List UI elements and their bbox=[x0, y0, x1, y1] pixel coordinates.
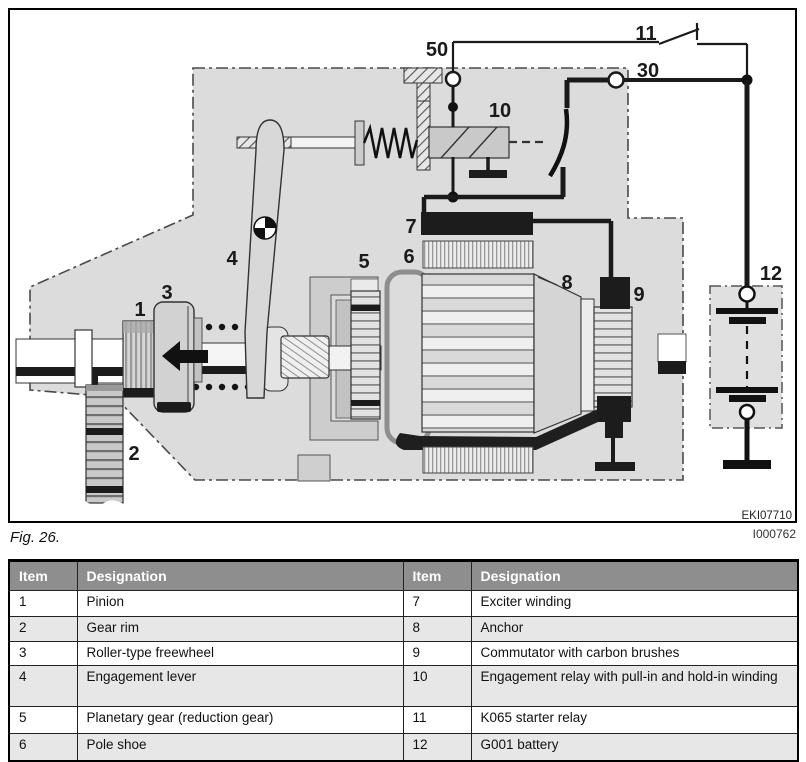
callout-6: 6 bbox=[403, 246, 414, 268]
designation-cell: G001 battery bbox=[470, 733, 799, 761]
parts-table: Item Designation Item Designation 1 Pini… bbox=[8, 559, 799, 762]
relay-mount bbox=[403, 67, 443, 84]
item-cell: 11 bbox=[402, 706, 472, 734]
designation-cell: Engagement lever bbox=[76, 665, 404, 707]
designation-cell: Anchor bbox=[470, 616, 799, 642]
engagement-lever bbox=[244, 119, 285, 399]
battery-ground-symbol bbox=[723, 460, 771, 469]
item-cell: 7 bbox=[402, 590, 472, 617]
engagement-arrow-icon bbox=[162, 341, 208, 371]
callout-7: 7 bbox=[405, 216, 416, 238]
starter-relay-switch bbox=[658, 27, 700, 46]
doc-code: I000762 bbox=[752, 527, 796, 541]
planetary-gear bbox=[350, 278, 381, 420]
item-cell: 6 bbox=[8, 733, 78, 761]
callout-11: 11 bbox=[635, 23, 656, 45]
relay-coil bbox=[428, 126, 510, 159]
callout-labels: 1 2 3 4 5 6 7 8 9 10 11 12 50 30 bbox=[128, 23, 782, 465]
shaft-collar bbox=[74, 329, 93, 388]
terminal-50 bbox=[444, 70, 462, 88]
header-designation-right: Designation bbox=[470, 560, 799, 591]
callout-8: 8 bbox=[561, 272, 572, 294]
item-cell: 8 bbox=[402, 616, 472, 642]
callout-8-pointer bbox=[537, 276, 558, 286]
exciter-winding bbox=[421, 212, 614, 277]
header-item-right: Item bbox=[402, 560, 472, 591]
table-header-row: Item Designation Item Designation bbox=[8, 560, 799, 591]
terminal-30-label: 30 bbox=[637, 60, 659, 82]
table-row: 3 Roller-type freewheel 9 Commutator wit… bbox=[8, 641, 799, 666]
designation-cell: Planetary gear (reduction gear) bbox=[76, 706, 404, 734]
callout-12: 12 bbox=[760, 263, 782, 285]
figure-caption: Fig. 26. bbox=[10, 529, 61, 546]
callout-3: 3 bbox=[161, 282, 172, 304]
item-cell: 9 bbox=[402, 641, 472, 666]
return-spring bbox=[362, 123, 419, 159]
figure-frame: 1 2 3 4 5 6 7 8 9 10 11 12 50 30 EKI0771… bbox=[8, 8, 797, 523]
battery bbox=[709, 285, 783, 469]
callout-4: 4 bbox=[226, 248, 238, 270]
item-cell: 3 bbox=[8, 641, 78, 666]
pole-shoes bbox=[422, 240, 534, 474]
starter-motor-diagram: 1 2 3 4 5 6 7 8 9 10 11 12 50 30 EKI0771… bbox=[15, 23, 792, 521]
table-row: 2 Gear rim 8 Anchor bbox=[8, 616, 799, 642]
engagement-relay bbox=[403, 67, 570, 178]
designation-cell: Roller-type freewheel bbox=[76, 641, 404, 666]
pinion bbox=[122, 320, 159, 398]
item-cell: 5 bbox=[8, 706, 78, 734]
output-shaft-end bbox=[657, 333, 687, 374]
table-row: 6 Pole shoe 12 G001 battery bbox=[8, 733, 799, 761]
callout-5: 5 bbox=[358, 251, 369, 273]
designation-cell: Pole shoe bbox=[76, 733, 404, 761]
image-code: EKI07710 bbox=[741, 510, 792, 521]
relay-wall bbox=[416, 100, 431, 171]
callout-10: 10 bbox=[489, 100, 511, 122]
callout-2: 2 bbox=[128, 443, 139, 465]
terminal-30 bbox=[607, 71, 625, 89]
internal-wiring bbox=[421, 86, 566, 213]
relay-ground-symbol bbox=[469, 170, 507, 178]
item-cell: 4 bbox=[8, 665, 78, 707]
drive-shaft bbox=[15, 329, 382, 388]
table-row: 4 Engagement lever 10 Engagement relay w… bbox=[8, 665, 799, 707]
header-designation-left: Designation bbox=[76, 560, 404, 591]
commutator-brushes bbox=[593, 277, 635, 471]
relay-contact-blade bbox=[548, 108, 570, 178]
designation-cell: Exciter winding bbox=[470, 590, 799, 617]
anchor-armature bbox=[384, 269, 598, 450]
designation-cell: Gear rim bbox=[76, 616, 404, 642]
callout-9: 9 bbox=[633, 284, 644, 306]
gear-rim bbox=[84, 384, 125, 512]
helical-gear bbox=[280, 335, 330, 379]
item-cell: 2 bbox=[8, 616, 78, 642]
table-row: 1 Pinion 7 Exciter winding bbox=[8, 590, 799, 617]
header-item-left: Item bbox=[8, 560, 78, 591]
table-row: 5 Planetary gear (reduction gear) 11 K06… bbox=[8, 706, 799, 734]
ground-symbol bbox=[595, 462, 635, 471]
item-cell: 12 bbox=[402, 733, 472, 761]
designation-cell: Commutator with carbon brushes bbox=[470, 641, 799, 666]
terminal-50-label: 50 bbox=[426, 39, 448, 61]
item-cell: 10 bbox=[402, 665, 472, 707]
external-circuit bbox=[444, 23, 753, 291]
designation-cell: Engagement relay with pull-in and hold-i… bbox=[470, 665, 799, 707]
item-cell: 1 bbox=[8, 590, 78, 617]
callout-1: 1 bbox=[134, 299, 145, 321]
designation-cell: K065 starter relay bbox=[470, 706, 799, 734]
designation-cell: Pinion bbox=[76, 590, 404, 617]
